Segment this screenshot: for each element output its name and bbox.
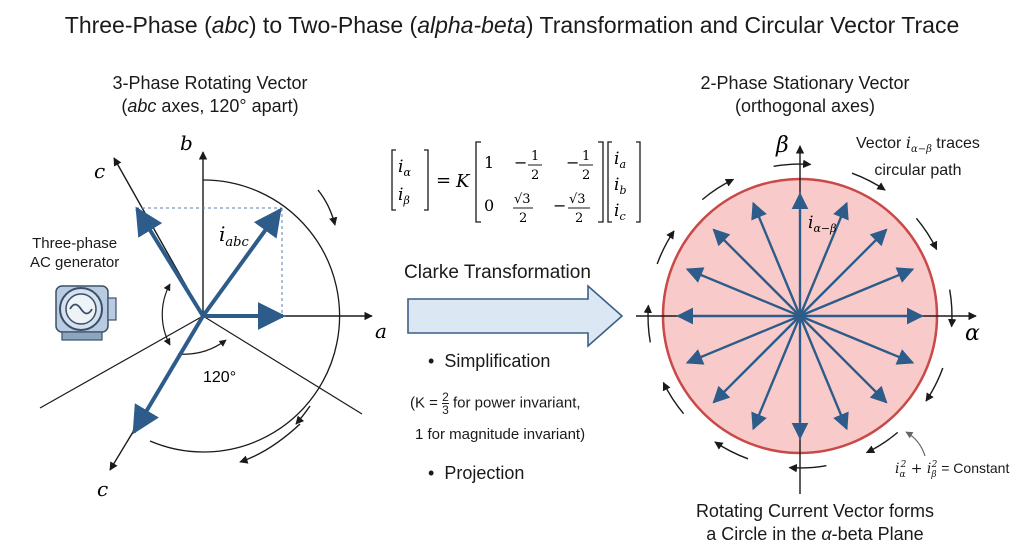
rotation-arrow-icon xyxy=(925,367,944,402)
m23-num: √3 xyxy=(569,192,586,207)
rotation-arrow-icon xyxy=(662,381,685,415)
bullet-simplification: • Simplification xyxy=(428,351,551,371)
rhs-ia: ia xyxy=(614,149,626,171)
rotation-arrow-icon xyxy=(714,441,749,460)
rotation-arrow-icon xyxy=(317,189,338,226)
spoke-vector xyxy=(798,315,849,431)
rotating-vector-spokes xyxy=(676,192,924,440)
gain-k: K xyxy=(455,171,471,192)
axis-label-c-top: c xyxy=(94,159,105,183)
rotation-ring-arrows xyxy=(643,159,957,473)
spoke-vector xyxy=(799,267,915,318)
rotation-arrow-icon xyxy=(295,405,311,425)
m13-den: 2 xyxy=(582,168,590,183)
i-abc-vector xyxy=(201,207,282,318)
rotation-arc xyxy=(149,179,341,453)
bottom-caption: Rotating Current Vector forms a Circle i… xyxy=(695,501,935,544)
c-component-upper xyxy=(135,206,205,318)
spoke-vector xyxy=(799,315,888,404)
rotation-arrow-icon xyxy=(773,159,812,169)
rhs-ic: ic xyxy=(614,201,626,223)
rotation-arrow-icon xyxy=(656,230,675,265)
clarke-label: Clarke Transformation xyxy=(404,262,591,283)
axis-label-alpha: α xyxy=(965,321,980,346)
spoke-vector xyxy=(712,315,801,404)
m21: 0 xyxy=(484,196,494,215)
m12-den: 2 xyxy=(531,168,539,183)
clarke-arrow-icon xyxy=(407,284,624,348)
axis-label-c-bottom: c xyxy=(97,477,108,501)
spoke-vector xyxy=(712,228,801,317)
axis-label-b: b xyxy=(180,131,193,155)
clarke-matrix: iα iβ = K 1 − 1 2 − 1 2 0 √3 2 − √3 2 xyxy=(391,141,641,226)
bullet-projection: • Projection xyxy=(428,463,525,483)
page-title: Three-Phase (abc) to Two-Phase (alpha-be… xyxy=(64,12,960,38)
spoke-vector xyxy=(685,267,801,318)
constant-pointer xyxy=(905,431,926,457)
vector-label-ialphabeta: iα−β xyxy=(808,213,836,235)
axis-label-beta: β xyxy=(775,133,789,158)
lhs-i-beta: iβ xyxy=(398,185,410,207)
c-component-lower xyxy=(132,314,205,435)
rotation-arrow-icon xyxy=(788,463,827,473)
angle-label: 120° xyxy=(203,369,236,386)
angle-arc-120 xyxy=(161,283,171,346)
spoke-vector xyxy=(798,201,849,317)
axis-extension-right xyxy=(202,315,363,415)
rotation-arrow-icon xyxy=(643,304,653,343)
generator-icon xyxy=(55,285,117,341)
rhs-ib: ib xyxy=(614,175,626,197)
m22-den: 2 xyxy=(519,211,527,226)
rotation-arrow-icon xyxy=(701,178,735,201)
constant-equation: iα2 + iβ2 = Constant xyxy=(895,460,1010,480)
left-heading: 3-Phase Rotating Vector (abc axes, 120° … xyxy=(112,73,308,116)
generator-label: Three-phase AC generator xyxy=(30,235,120,271)
rotation-arrow-icon xyxy=(851,172,886,191)
axis-extension-left xyxy=(39,315,204,409)
rotation-arrow-icon xyxy=(915,217,938,251)
note-magnitude-invariant: 1 for magnitude invariant) xyxy=(415,426,586,443)
axis-label-a: a xyxy=(375,319,387,343)
spoke-vector xyxy=(751,201,802,317)
rotation-arrow-icon xyxy=(865,431,899,454)
svg-text:−: − xyxy=(553,196,566,215)
abc-vectors xyxy=(132,206,286,435)
spoke-vector xyxy=(685,314,801,365)
m23-den: 2 xyxy=(575,211,583,226)
spoke-vector xyxy=(751,315,802,431)
svg-text:−: − xyxy=(514,153,527,172)
m13-num: 1 xyxy=(582,149,590,164)
vector-trace-note: Vector iα−β traces circular path xyxy=(856,133,980,180)
right-heading: 2-Phase Stationary Vector (orthogonal ax… xyxy=(700,73,910,116)
m12-num: 1 xyxy=(531,149,539,164)
svg-text:−: − xyxy=(566,153,579,172)
rotation-arrow-icon xyxy=(947,289,957,328)
equals-sign: = xyxy=(436,170,451,191)
m22-num: √3 xyxy=(514,192,531,207)
m11: 1 xyxy=(484,153,494,172)
rotation-arrow-icon xyxy=(239,423,301,464)
spoke-vector xyxy=(799,314,915,365)
vector-label-iabc: iabc xyxy=(219,222,249,250)
lhs-i-alpha: iα xyxy=(398,157,411,179)
spoke-vector xyxy=(799,228,888,317)
